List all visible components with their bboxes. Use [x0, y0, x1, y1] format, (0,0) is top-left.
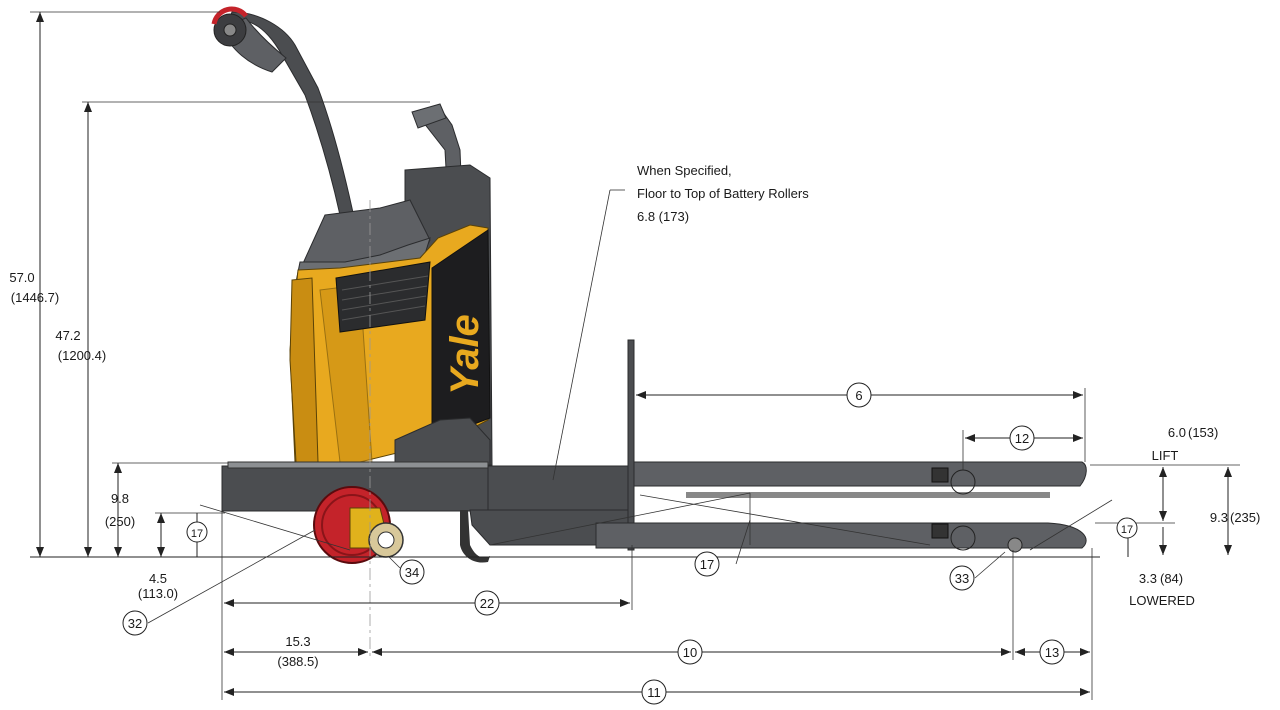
svg-text:10: 10	[683, 645, 697, 660]
svg-text:17: 17	[700, 557, 714, 572]
dimension-labels: 57.0 (1446.7) 47.2 (1200.4) 9.8 (250) 4.…	[9, 163, 1260, 669]
lift-value: 6.0	[1168, 425, 1186, 440]
wheel-offset-metric: (388.5)	[277, 654, 318, 669]
lowered-value: 3.3	[1139, 571, 1157, 586]
callout-17-center: 17	[694, 551, 720, 577]
callout-17-right: 17	[1116, 517, 1138, 539]
platform-height-metric: (250)	[105, 514, 135, 529]
svg-text:11: 11	[647, 685, 661, 700]
dimension-lines	[30, 11, 1240, 700]
overall-height-value: 57.0	[9, 270, 34, 285]
truck-illustration: Yale	[211, 6, 1087, 564]
callout-17-left: 17	[186, 521, 208, 543]
callout-32: 32	[122, 610, 148, 636]
tiller-head-icon	[211, 6, 248, 47]
callout-11: 11	[641, 679, 667, 705]
callout-34: 34	[399, 559, 425, 585]
note-line-1: When Specified,	[637, 163, 732, 178]
note-line-2: Floor to Top of Battery Rollers	[637, 186, 809, 201]
svg-text:17: 17	[191, 528, 203, 540]
caster-wheel-icon	[368, 522, 404, 558]
low-height-metric: (113.0)	[138, 586, 178, 601]
lowered-label: LOWERED	[1129, 593, 1195, 608]
low-height-value: 4.5	[149, 571, 167, 586]
svg-text:34: 34	[405, 565, 419, 580]
callout-10: 10	[677, 639, 703, 665]
note-line-3: 6.8 (173)	[637, 209, 689, 224]
svg-text:32: 32	[128, 616, 142, 631]
vent-grille	[335, 261, 431, 333]
lowered-metric: (84)	[1160, 571, 1183, 586]
lift-label: LIFT	[1152, 448, 1179, 463]
handle-height-value: 47.2	[55, 328, 80, 343]
callouts: 6 12 17 17 17 22 10 13	[122, 382, 1138, 705]
callout-12: 12	[1009, 425, 1035, 451]
platform-height-value: 9.8	[111, 491, 129, 506]
svg-text:17: 17	[1121, 524, 1133, 536]
overall-height-metric: (1446.7)	[11, 290, 59, 305]
svg-text:22: 22	[480, 596, 494, 611]
fork-lift-height-metric: (235)	[1230, 510, 1260, 525]
callout-6: 6	[846, 382, 872, 408]
svg-text:12: 12	[1015, 431, 1029, 446]
handle-height-metric: (1200.4)	[58, 348, 106, 363]
svg-text:6: 6	[855, 388, 862, 403]
svg-text:13: 13	[1045, 645, 1059, 660]
callout-22: 22	[474, 590, 500, 616]
lift-metric: (153)	[1188, 425, 1218, 440]
callout-33: 33	[949, 565, 975, 591]
fork-lift-height-value: 9.3	[1210, 510, 1228, 525]
yale-logo: Yale	[443, 314, 487, 395]
callout-13: 13	[1039, 639, 1065, 665]
wheel-offset-value: 15.3	[285, 634, 310, 649]
svg-text:33: 33	[955, 571, 969, 586]
